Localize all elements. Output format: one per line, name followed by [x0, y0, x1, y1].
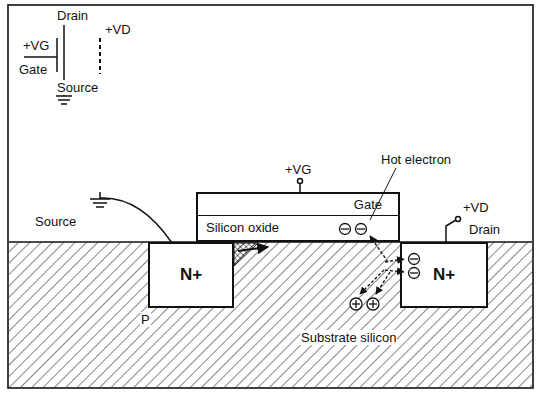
substrate-hatching	[9, 242, 532, 387]
frame	[8, 5, 533, 388]
part-label: +VG	[22, 38, 50, 53]
part-label: +VG	[284, 162, 312, 177]
part-label: Drain	[56, 8, 89, 23]
carrier-arrows	[360, 236, 404, 294]
hole-symbol	[350, 298, 379, 310]
part-label: Gate	[18, 62, 48, 77]
drain-well	[400, 242, 488, 308]
electron-symbol	[340, 224, 420, 279]
part-label: P	[140, 312, 151, 327]
part-label: Substrate silicon	[300, 330, 397, 345]
electron-flow-arrow	[238, 247, 268, 251]
gate-stack-layer: Silicon oxide	[196, 215, 400, 242]
gate-stack-layer: Gate	[196, 192, 400, 216]
part-label: Drain	[468, 222, 501, 237]
source-well	[148, 242, 234, 308]
source-ground	[90, 192, 172, 243]
part-label: Source	[34, 214, 77, 229]
drain-terminal	[446, 217, 461, 243]
part-label: Source	[56, 80, 99, 95]
channel-region	[234, 243, 258, 266]
part-label: Hot electron	[380, 152, 452, 167]
part-label: +VD	[462, 200, 490, 215]
part-label: +VD	[104, 22, 132, 37]
region-label: N+	[433, 265, 455, 285]
n-plus-region: N+	[148, 242, 234, 308]
leader-line	[370, 168, 396, 220]
region-label: N+	[180, 265, 202, 285]
region-label: Silicon oxide	[206, 220, 279, 235]
region-label: Gate	[354, 197, 382, 212]
n-plus-region: N+	[400, 242, 488, 308]
gate-terminal	[298, 179, 303, 193]
